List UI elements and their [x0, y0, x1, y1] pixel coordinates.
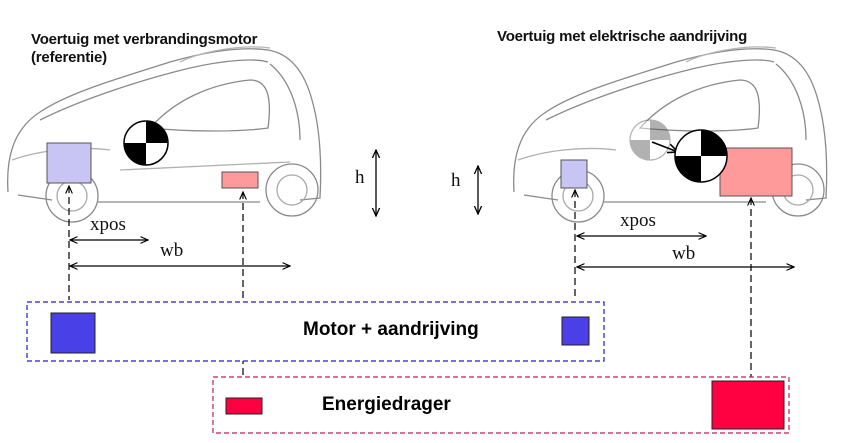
left-car-title-line2: (referentie) [31, 49, 107, 66]
motor-legend-swatch-small [561, 316, 590, 346]
energy-legend-label: Energiedrager [322, 394, 451, 415]
cog-shift-arrow [651, 141, 678, 152]
energy-legend-box [212, 376, 790, 434]
right-old-center-of-gravity-icon [629, 119, 671, 161]
left-motor-box [46, 142, 92, 184]
right-xpos-label: xpos [620, 210, 656, 231]
left-car-title: Voertuig met verbrandingsmotor (referent… [31, 31, 257, 67]
motor-legend-box [26, 301, 605, 362]
left-h-label: h [355, 167, 365, 188]
energy-legend-swatch-large [711, 380, 785, 430]
motor-legend-swatch-large [50, 312, 96, 354]
left-xpos-label: xpos [90, 214, 126, 235]
right-energy-box [719, 147, 793, 197]
right-car-title: Voertuig met elektrische aandrijving [497, 28, 748, 45]
right-h-label: h [451, 170, 461, 191]
left-wb-label: wb [160, 240, 184, 261]
energy-legend-swatch-small [225, 397, 263, 415]
right-center-of-gravity-icon [674, 129, 728, 183]
right-wb-label: wb [672, 243, 696, 264]
right-motor-box [560, 159, 588, 189]
left-center-of-gravity-icon [123, 120, 169, 166]
motor-legend-label: Motor + aandrijving [303, 319, 479, 340]
left-energy-box [221, 171, 259, 189]
left-car-title-line1: Voertuig met verbrandingsmotor [31, 31, 258, 48]
